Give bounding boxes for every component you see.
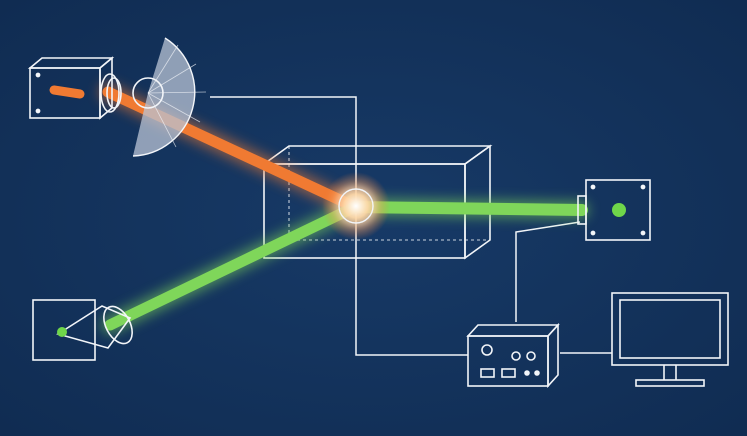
chopper-hub <box>132 77 164 109</box>
probe-source-lens <box>103 305 133 345</box>
monitor-stand <box>635 379 705 387</box>
lockin-knob <box>481 344 493 356</box>
lockin-side <box>547 322 559 389</box>
chopper-blade <box>133 38 195 156</box>
probe-source-nozzle <box>56 305 132 349</box>
laser-lens <box>106 77 122 109</box>
lockin-port-1 <box>511 351 521 361</box>
laser-aperture-slot <box>49 85 85 99</box>
laser-source-icon <box>27 56 122 120</box>
probe-source-icon <box>32 299 133 361</box>
photodetector-icon <box>577 179 651 241</box>
transmitted-probe-beam <box>349 201 588 216</box>
lockin-switch-1 <box>480 368 495 378</box>
lock-in-amplifier-icon <box>466 322 560 389</box>
probe-source-dot <box>57 327 67 337</box>
lockin-port-2 <box>526 351 536 361</box>
laser-lens-housing <box>100 73 120 113</box>
monitor-bezel <box>611 292 729 366</box>
monitor-screen <box>619 299 721 359</box>
focus-glow <box>322 172 390 240</box>
chopper-spokes <box>147 44 207 148</box>
detector-to-lockin-wire <box>515 221 581 322</box>
probe-source-body <box>32 299 96 361</box>
focus-point <box>338 188 374 224</box>
detector-sensor-dot <box>612 203 626 217</box>
lockin-switch-2 <box>501 368 516 378</box>
monitor-icon <box>611 292 729 387</box>
probe-beam <box>104 201 361 331</box>
optical-chopper-icon <box>132 37 207 157</box>
chopper-rim <box>132 37 196 157</box>
detector-window <box>577 195 587 225</box>
